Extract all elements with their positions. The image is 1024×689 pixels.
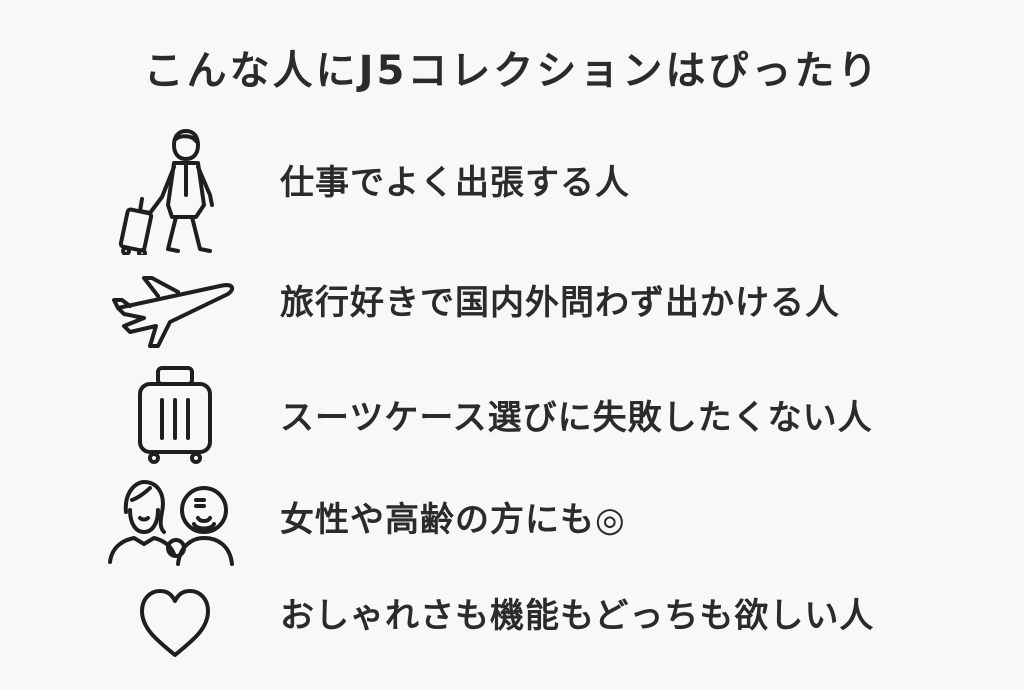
woman-and-elderly-man-icon bbox=[100, 472, 250, 582]
list-item-label: 旅行好きで国内外問わず出かける人 bbox=[280, 283, 840, 323]
airplane-icon bbox=[100, 250, 250, 360]
page-title: こんな人にJ5コレクションはぴったり bbox=[143, 48, 881, 94]
heart-icon bbox=[100, 575, 250, 685]
list-item: おしゃれさも機能もどっちも欲しい人 bbox=[0, 575, 1024, 685]
list-item-label: スーツケース選びに失敗したくない人 bbox=[280, 398, 873, 438]
list-item: 仕事でよく出張する人 bbox=[0, 125, 1024, 258]
list-item-label: 仕事でよく出張する人 bbox=[280, 163, 630, 203]
list-item-label: 女性や高齢の方にも◎ bbox=[280, 500, 626, 540]
suitcase-icon bbox=[100, 362, 250, 472]
list-item: 女性や高齢の方にも◎ bbox=[0, 472, 1024, 582]
list-item: 旅行好きで国内外問わず出かける人 bbox=[0, 250, 1024, 360]
list-item: スーツケース選びに失敗したくない人 bbox=[0, 362, 1024, 472]
list-item-label: おしゃれさも機能もどっちも欲しい人 bbox=[280, 596, 875, 636]
traveler-with-suitcase-icon bbox=[100, 125, 250, 258]
